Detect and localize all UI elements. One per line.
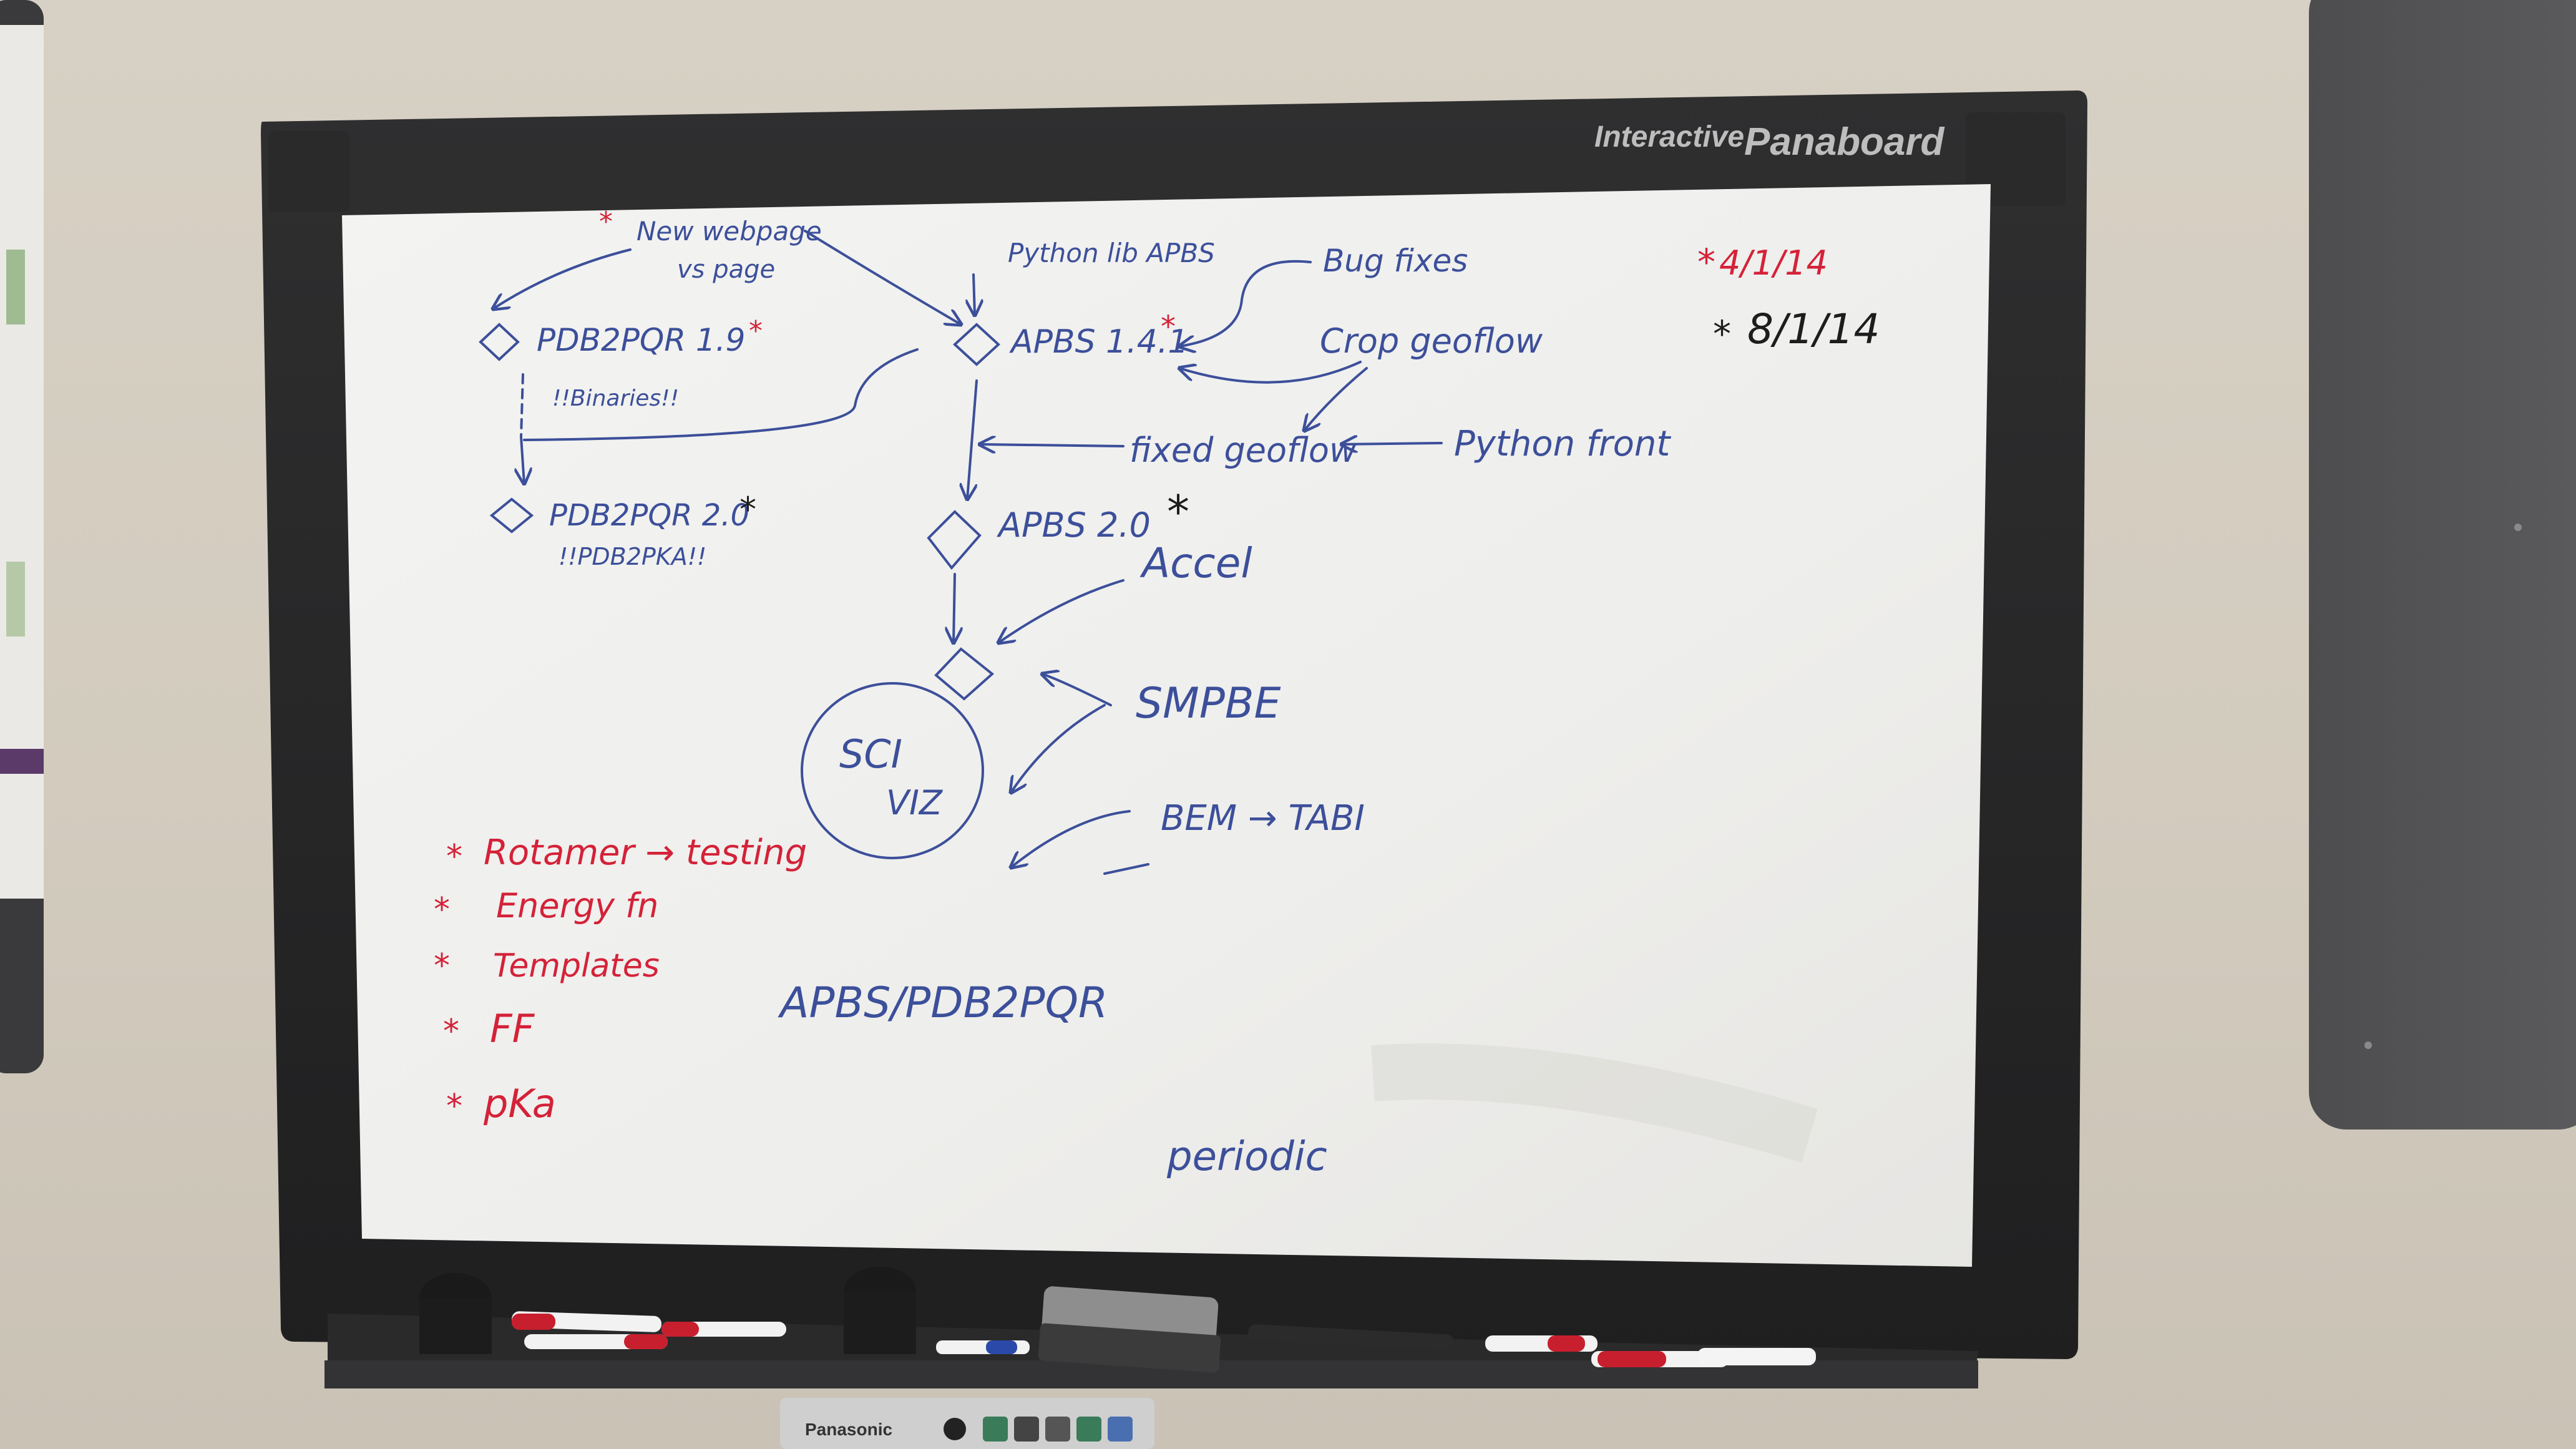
- wall-panel: [2309, 0, 2576, 1129]
- control-button[interactable]: [1045, 1417, 1070, 1442]
- eraser[interactable]: [1038, 1286, 1221, 1373]
- note-pdb2pqr-19: PDB2PQR 1.9: [537, 322, 745, 358]
- red-marker[interactable]: [1591, 1351, 1729, 1367]
- note-periodic: periodic: [1166, 1134, 1327, 1180]
- note-bug-fixes: Bug fixes: [1323, 243, 1468, 279]
- asterisk-mark: *: [1167, 485, 1189, 538]
- control-button[interactable]: [983, 1417, 1008, 1442]
- red-marker[interactable]: [1485, 1335, 1598, 1352]
- note-sci: SCI: [839, 731, 902, 777]
- tray-brand: Panasonic: [805, 1420, 892, 1439]
- asterisk-mark: *: [1697, 241, 1715, 283]
- note-python-libs: Python lib APBS: [1008, 238, 1215, 268]
- note-energy-fn: Energy fn: [496, 886, 658, 925]
- asterisk-mark: *: [599, 206, 613, 238]
- note-pka: pKa: [483, 1081, 556, 1126]
- note-date-black: 8/1/14: [1747, 305, 1880, 353]
- note-pdb2pka: !!PDB2PKA!!: [559, 543, 706, 570]
- control-panel: Panasonic: [780, 1398, 1154, 1449]
- red-marker[interactable]: [661, 1322, 786, 1337]
- note-templates: Templates: [493, 947, 660, 985]
- note-smpbe: SMPBE: [1136, 679, 1281, 728]
- note-date-red: 4/1/14: [1719, 243, 1828, 283]
- black-marker[interactable]: [1248, 1324, 1455, 1351]
- asterisk-mark: *: [749, 315, 763, 347]
- note-apbs-141: APBS 1.4.1: [1009, 323, 1188, 361]
- control-button[interactable]: [1014, 1417, 1039, 1442]
- red-marker[interactable]: [524, 1334, 668, 1349]
- control-button[interactable]: [1108, 1417, 1133, 1442]
- note-rotamer: Rotamer → testing: [484, 832, 807, 873]
- handwritten-notes: New webpage vs page PDB2PQR 1.9 !!Binari…: [434, 206, 1880, 1180]
- wall-poster: [0, 0, 44, 1073]
- note-binaries: !!Binaries!!: [552, 386, 679, 411]
- brand-prefix: Interactive: [1594, 120, 1744, 154]
- note-accel: Accel: [1139, 539, 1252, 587]
- blue-marker[interactable]: [936, 1340, 1030, 1354]
- note-new-webpage: New webpage: [637, 216, 822, 246]
- asterisk-mark: *: [443, 1013, 459, 1050]
- note-apbs-pdb2pqr: APBS/PDB2PQR: [778, 978, 1108, 1028]
- asterisk-mark: *: [434, 891, 450, 929]
- brand-name: Panaboard: [1744, 120, 1945, 163]
- asterisk-mark: *: [739, 490, 756, 529]
- note-apbs-20: APBS 2.0: [997, 505, 1151, 545]
- board-surface: [342, 184, 1991, 1267]
- panaboard-logo: Interactive Panaboard: [1594, 120, 1945, 163]
- note-pdb2pqr-20: PDB2PQR 2.0: [549, 498, 749, 533]
- power-button[interactable]: [944, 1418, 966, 1440]
- note-ff: FF: [490, 1006, 535, 1051]
- diagram-ink: [479, 230, 1443, 875]
- note-crop-geoflow: Crop geoflow: [1320, 321, 1543, 361]
- control-button[interactable]: [1076, 1417, 1101, 1442]
- marker-tray: [324, 1267, 1978, 1388]
- note-viz: VIZ: [886, 783, 943, 822]
- asterisk-mark: *: [446, 838, 462, 876]
- asterisk-mark: *: [434, 947, 450, 985]
- note-bem-tabi: BEM → TABI: [1161, 798, 1365, 839]
- pen-holder[interactable]: [419, 1273, 492, 1354]
- pen-holder[interactable]: [844, 1267, 916, 1354]
- asterisk-mark: *: [1161, 310, 1176, 344]
- note-python-front: Python front: [1454, 424, 1671, 464]
- note-fixed-geoflow: fixed geoflow: [1129, 431, 1357, 470]
- note-vs-page: vs page: [677, 255, 775, 284]
- red-marker[interactable]: [512, 1311, 662, 1332]
- asterisk-mark: *: [446, 1088, 462, 1125]
- white-marker[interactable]: [1697, 1348, 1816, 1365]
- asterisk-mark: *: [1713, 313, 1731, 355]
